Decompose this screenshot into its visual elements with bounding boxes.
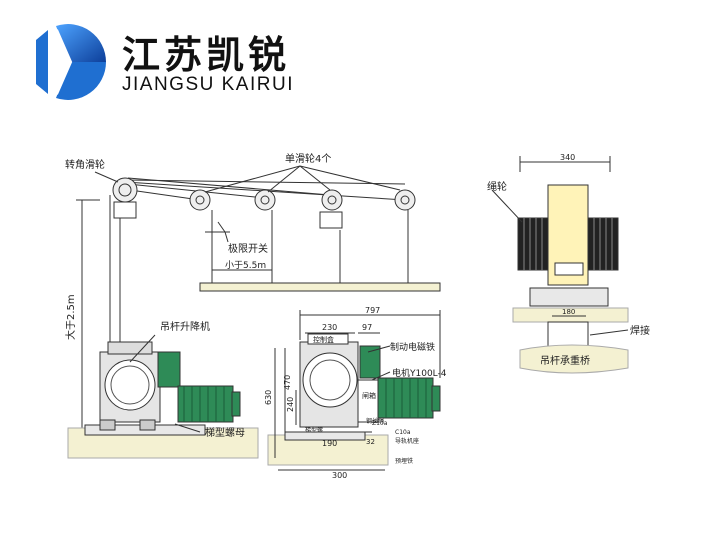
embed-label: 预埋铁 xyxy=(395,457,413,465)
single-pulleys-label: 单滑轮4个 xyxy=(285,152,331,165)
motor-label: 电机Y100L-4 xyxy=(392,367,447,379)
rope-label: 钢丝绳 xyxy=(366,417,384,425)
dim-340: 340 xyxy=(560,153,575,162)
nut2-label: 梯型螺 xyxy=(305,426,323,434)
dim-240: 240 xyxy=(286,397,295,412)
dim-470: 470 xyxy=(283,375,292,390)
bridge-label: 吊杆承重桥 xyxy=(540,354,590,367)
dim-230: 230 xyxy=(322,323,337,332)
dim-180: 180 xyxy=(562,308,575,316)
hoist-label: 吊杆升降机 xyxy=(160,320,210,333)
frame-label: 导轨机座 xyxy=(395,437,419,445)
right-pulley-detail xyxy=(491,156,629,374)
height-label: 大于2.5m xyxy=(64,294,77,340)
company-name-en: JIANGSU KAIRUI xyxy=(122,74,294,95)
dim-630: 630 xyxy=(264,390,273,405)
nut-label: 梯型螺母 xyxy=(205,426,245,439)
weld-label: 焊接 xyxy=(630,324,650,337)
c10-label: C10a xyxy=(395,429,411,436)
spacing-label: 小于5.5m xyxy=(225,260,266,271)
company-name-cn: 江苏凯锐 xyxy=(122,33,291,77)
limit-switch-label: 极限开关 xyxy=(228,242,268,255)
middle-hoist-drawing xyxy=(267,310,441,471)
dim-97: 97 xyxy=(362,323,372,332)
rope-wheel-label: 绳轮 xyxy=(487,180,507,193)
kairui-logo-icon xyxy=(36,24,106,100)
company-logo: 江苏凯锐 JIANGSU KAIRUI xyxy=(30,22,320,102)
corner-pulley-label: 转角滑轮 xyxy=(65,158,105,171)
left-pulley-system xyxy=(76,165,441,431)
gate-label: 闸箱 xyxy=(362,391,376,400)
dim-32: 32 xyxy=(366,438,375,446)
dim-797: 797 xyxy=(365,306,380,315)
dim-190: 190 xyxy=(322,439,337,448)
dim-300: 300 xyxy=(332,471,347,480)
left-hoist-machine xyxy=(67,334,259,459)
c10-2-label: Z10a xyxy=(372,420,388,427)
control-box-label: 控制盒 xyxy=(313,335,334,344)
brake-label: 制动电磁铁 xyxy=(390,341,435,353)
